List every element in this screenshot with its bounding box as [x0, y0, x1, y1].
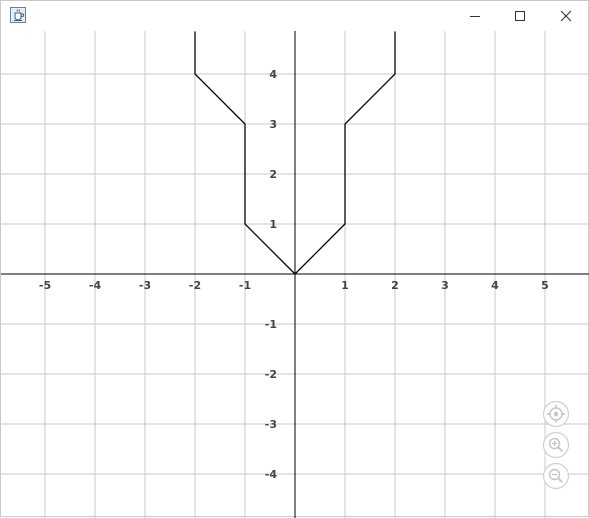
x-tick-label: 2	[391, 279, 399, 292]
close-icon	[560, 10, 572, 22]
y-tick-label: 2	[269, 168, 277, 181]
zoom-in-icon[interactable]	[542, 431, 570, 459]
x-tick-label: -5	[39, 279, 51, 292]
title-bar[interactable]	[1, 1, 588, 31]
y-tick-label: 1	[269, 218, 277, 231]
series-line-2	[294, 31, 396, 275]
x-tick-label: -3	[139, 279, 151, 292]
close-button[interactable]	[544, 1, 588, 31]
y-tick-label: -2	[265, 368, 277, 381]
y-tick-label: 4	[269, 68, 277, 81]
maximize-button[interactable]	[498, 1, 542, 31]
y-tick-label: -4	[265, 468, 278, 481]
x-tick-label: 5	[541, 279, 549, 292]
x-tick-label: -2	[189, 279, 201, 292]
zoom-out-icon[interactable]	[542, 462, 570, 490]
java-cup-icon	[10, 7, 26, 23]
y-tick-label: -3	[265, 418, 277, 431]
series-line-1	[194, 31, 296, 275]
minimize-icon	[470, 16, 480, 17]
x-tick-label: 3	[441, 279, 449, 292]
minimize-button[interactable]	[453, 1, 497, 31]
x-tick-label: 4	[491, 279, 499, 292]
x-tick-label: -4	[89, 279, 102, 292]
graph-canvas[interactable]: -5 -4 -3 -2 -1 1 2 3 4 5 4 3 2 1 -1 -2 -3 -4	[1, 31, 589, 518]
x-tick-label: 1	[341, 279, 349, 292]
maximize-icon	[515, 11, 525, 21]
y-tick-label: -1	[265, 318, 277, 331]
y-tick-label: 3	[269, 118, 277, 131]
x-tick-label: -1	[239, 279, 251, 292]
center-icon[interactable]	[542, 400, 570, 428]
